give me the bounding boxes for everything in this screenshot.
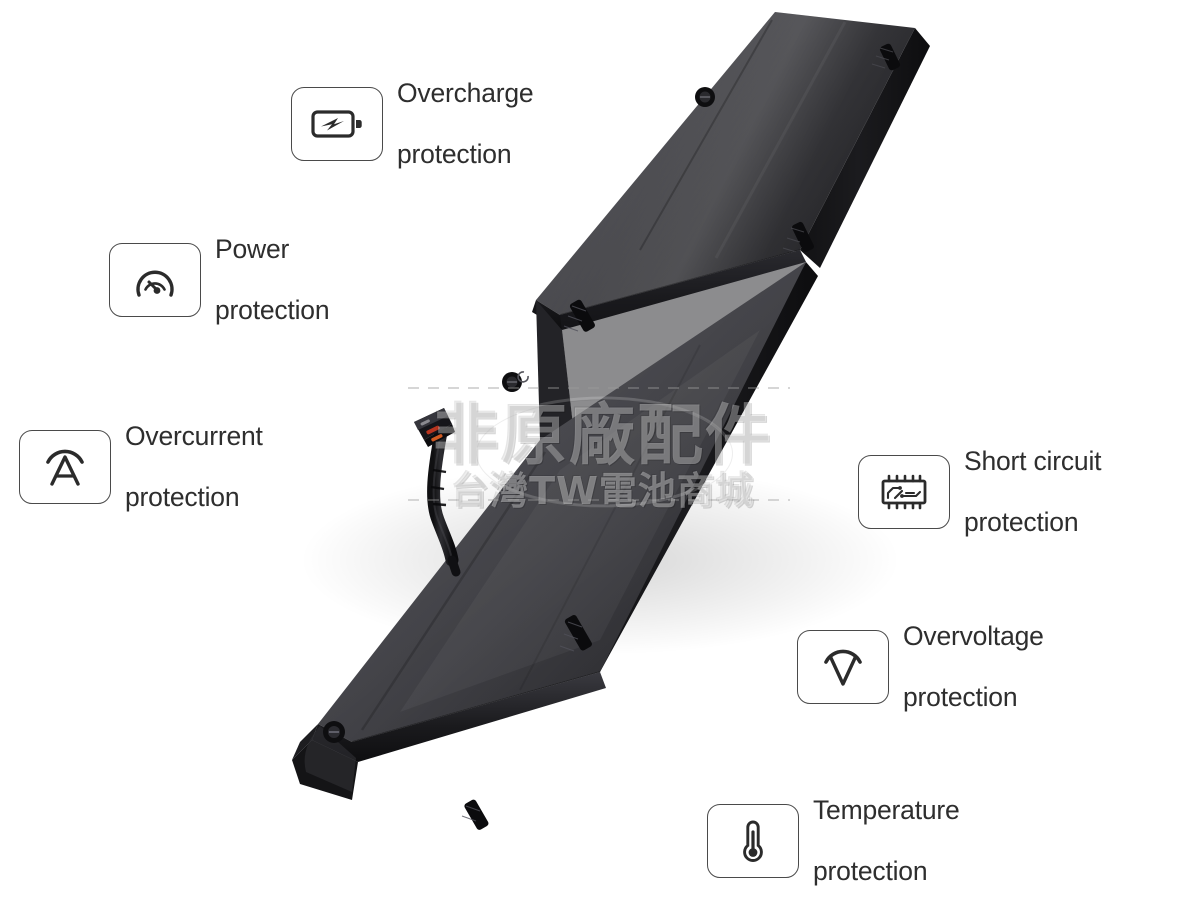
feature-label-line2: protection — [397, 139, 512, 170]
feature-label-short-circuit: Short circuit protection — [964, 415, 1102, 569]
thermometer-icon — [738, 818, 768, 864]
feature-overcurrent-protection: Overcurrent protection — [19, 390, 263, 544]
feature-label-line2: protection — [813, 856, 928, 887]
icon-box-overvoltage — [797, 629, 889, 704]
feature-label-overvoltage: Overvoltage protection — [903, 590, 1044, 744]
icon-box-temperature — [707, 803, 799, 878]
feature-label-line1: Overcurrent — [125, 420, 263, 451]
feature-label-overcharge: Overcharge protection — [397, 47, 534, 201]
feature-label-line1: Short circuit — [964, 445, 1102, 476]
watermark-line-2: 台灣TW電池商城 — [451, 469, 755, 513]
feature-label-overcurrent: Overcurrent protection — [125, 390, 263, 544]
feature-label-line2: protection — [215, 295, 330, 326]
feature-label-line1: Overvoltage — [903, 620, 1044, 651]
watermark: 非原廠配件 台灣TW電池商城 — [408, 382, 798, 522]
feature-label-line2: protection — [964, 507, 1079, 538]
volt-arc-icon — [821, 646, 865, 688]
icon-box-overcharge — [291, 86, 383, 161]
icon-box-overcurrent — [19, 429, 111, 504]
feature-label-line1: Temperature — [813, 794, 960, 825]
feature-label-line1: Power — [215, 233, 290, 264]
feature-short-circuit-protection: Short circuit protection — [858, 415, 1102, 569]
feature-power-protection: Power protection — [109, 203, 330, 357]
feature-label-line1: Overcharge — [397, 77, 534, 108]
feature-overcharge-protection: Overcharge protection — [291, 47, 534, 201]
feature-overvoltage-protection: Overvoltage protection — [797, 590, 1044, 744]
feature-label-line2: protection — [903, 682, 1018, 713]
feature-label-power: Power protection — [215, 203, 330, 357]
feature-label-temperature: Temperature protection — [813, 764, 960, 900]
gauge-icon — [132, 258, 178, 302]
feature-temperature-protection: Temperature protection — [707, 764, 960, 900]
feature-label-line2: protection — [125, 482, 240, 513]
icon-box-short-circuit — [858, 454, 950, 529]
battery-bolt-icon — [311, 107, 363, 141]
ampere-arc-icon — [43, 446, 87, 488]
icon-box-power — [109, 242, 201, 317]
watermark-line-1: 非原廠配件 — [433, 397, 773, 474]
chip-circuit-icon — [876, 471, 932, 513]
